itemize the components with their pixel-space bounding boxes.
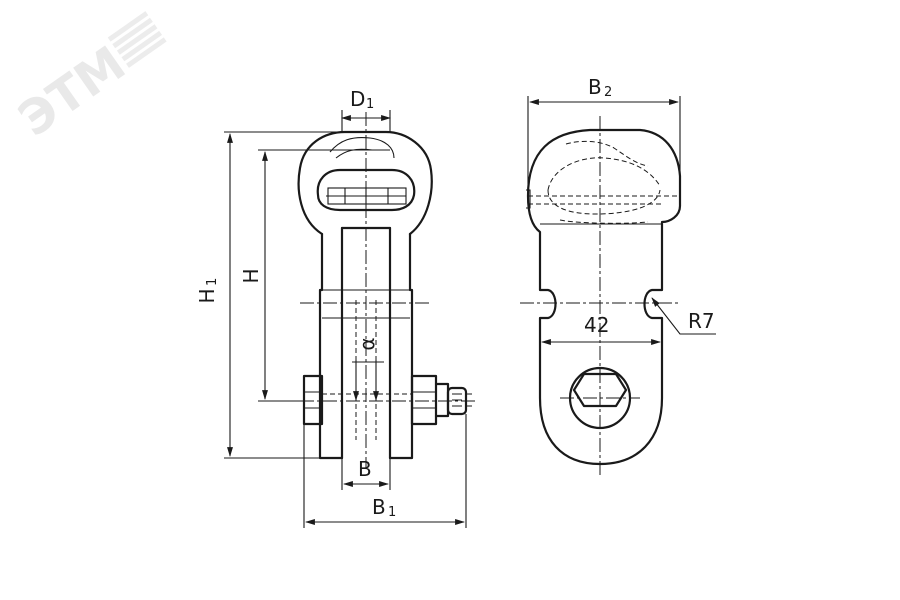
front-view [520,116,682,476]
dim-alpha-label: α [355,337,379,350]
dim-h-label: H [239,268,263,283]
dim-b1-sub: 1 [388,505,396,520]
side-view [297,112,478,468]
dim-d1-sub: 1 [366,97,374,112]
dim-42-label: 42 [584,313,609,337]
dim-b1-label: B [372,495,386,519]
side-view-dimensions: D 1 H 1 H α B B 1 [195,87,467,528]
etm-logo: ЭТМ [9,11,167,148]
logo-text: ЭТМ [9,36,136,148]
dim-h1-sub: 1 [205,278,220,286]
dim-r7-label: R7 [688,309,715,333]
dim-b2-label: B [588,75,602,99]
dim-h1-label: H [195,288,219,303]
dim-b-label: B [358,457,372,481]
dim-d1-label: D [350,87,365,111]
dim-b2-sub: 2 [604,85,612,100]
logo-stripes-icon [107,11,167,68]
front-view-dimensions: B 2 42 R7 [527,75,716,348]
